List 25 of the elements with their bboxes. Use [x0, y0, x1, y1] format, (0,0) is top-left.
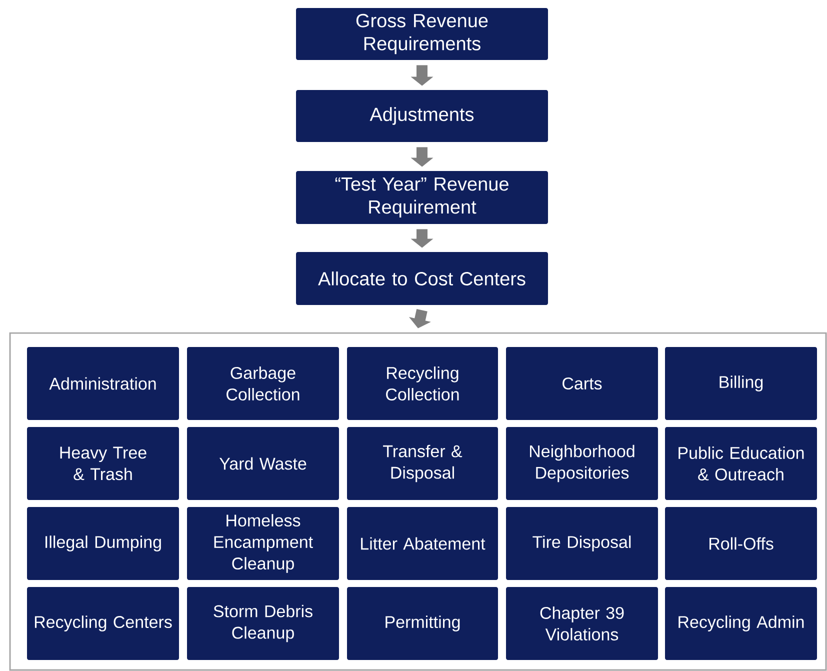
cost-center-box: Administration	[27, 347, 179, 420]
cost-center-box: Illegal Dumping	[27, 507, 179, 580]
cost-center-box: Recycling Collection	[347, 347, 498, 420]
step-box: Gross Revenue Requirements	[296, 8, 548, 60]
cost-center-box: Billing	[665, 347, 817, 420]
step-box: Allocate to Cost Centers	[296, 252, 548, 305]
step-box: Adjustments	[296, 90, 548, 142]
cost-center-box: Recycling Centers	[27, 587, 179, 660]
cost-center-box: Permitting	[347, 587, 498, 660]
cost-center-box: Litter Abatement	[347, 507, 498, 580]
cost-center-box: Heavy Tree & Trash	[27, 427, 179, 500]
cost-center-box: Homeless Encampment Cleanup	[187, 507, 339, 580]
cost-center-box: Neighborhood Depositories	[506, 427, 658, 500]
cost-center-box: Tire Disposal	[506, 507, 658, 580]
cost-center-box: Recycling Admin	[665, 587, 817, 660]
cost-center-box: Yard Waste	[187, 427, 339, 500]
frame-box	[9, 332, 827, 671]
cost-center-box: Transfer & Disposal	[347, 427, 498, 500]
cost-center-box: Storm Debris Cleanup	[187, 587, 339, 660]
cost-center-box: Garbage Collection	[187, 347, 339, 420]
cost-center-box: Public Education & Outreach	[665, 427, 817, 500]
step-box: “Test Year” Revenue Requirement	[296, 171, 548, 224]
cost-center-box: Chapter 39 Violations	[506, 587, 658, 660]
cost-center-box: Roll-Offs	[665, 507, 817, 580]
cost-center-box: Carts	[506, 347, 658, 420]
